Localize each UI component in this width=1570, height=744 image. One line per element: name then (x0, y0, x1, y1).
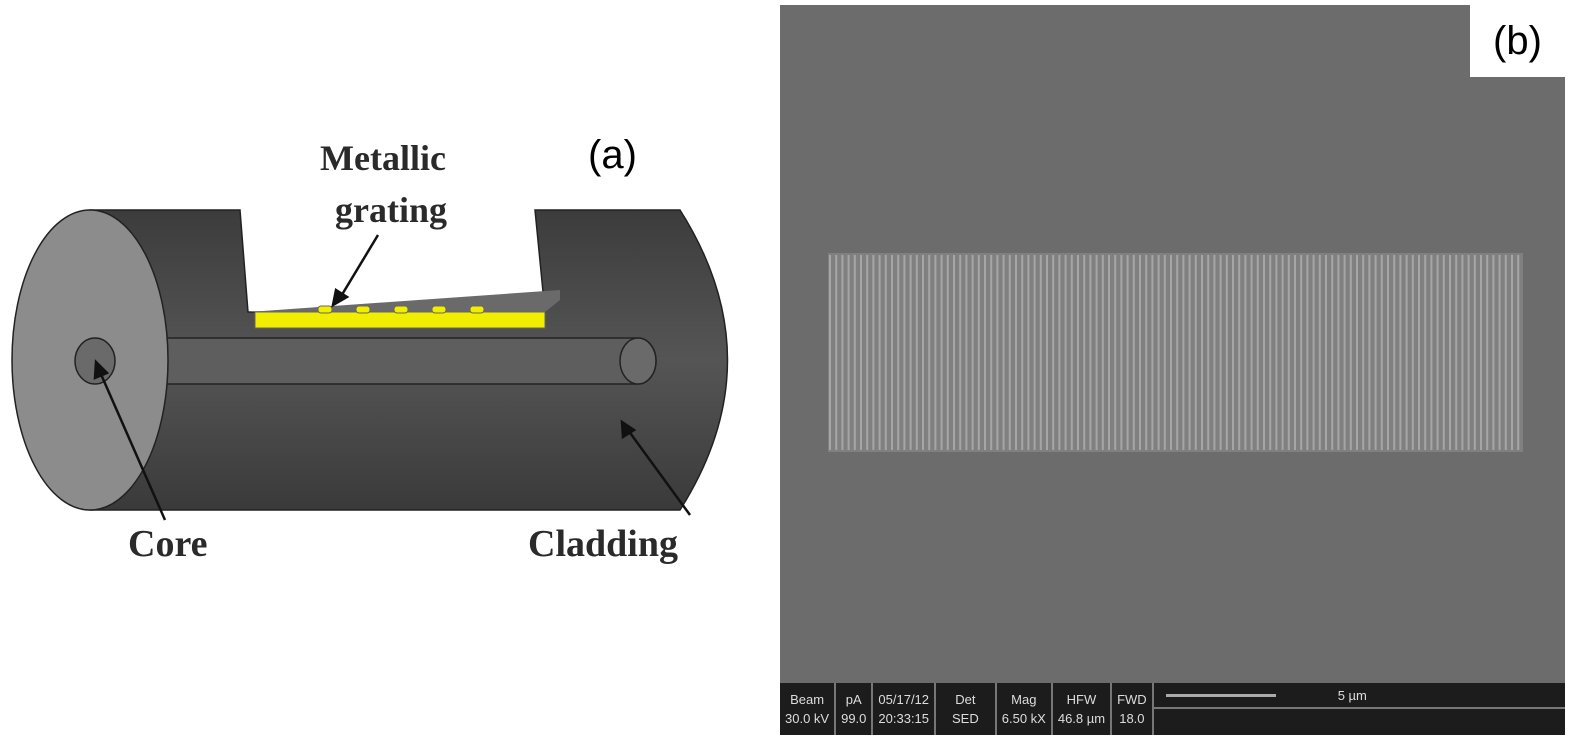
label-core: Core (128, 523, 208, 565)
grating-teeth (317, 305, 485, 314)
scale-bar-label: 5 µm (1337, 687, 1367, 703)
sem-micrograph (780, 5, 1565, 683)
panel-a-letter: (a) (588, 133, 637, 177)
label-metallic: Metallic (320, 138, 446, 178)
scale-bar-line (1165, 693, 1276, 697)
core-tube (94, 337, 657, 385)
scale-bar-area: 5 µm (1153, 683, 1565, 735)
grating-lines (829, 255, 1520, 450)
label-cladding: Cladding (528, 523, 678, 565)
panel-b-letter: (b) (1470, 5, 1565, 77)
label-grating: grating (335, 190, 447, 230)
metallic-grating-strip (254, 311, 546, 329)
panel-a-fiber-diagram: Metallic grating Core Cladding (a) (0, 0, 770, 739)
fiber-schematic: Metallic grating Core Cladding (a) (11, 133, 729, 565)
label-arrows (93, 234, 692, 521)
